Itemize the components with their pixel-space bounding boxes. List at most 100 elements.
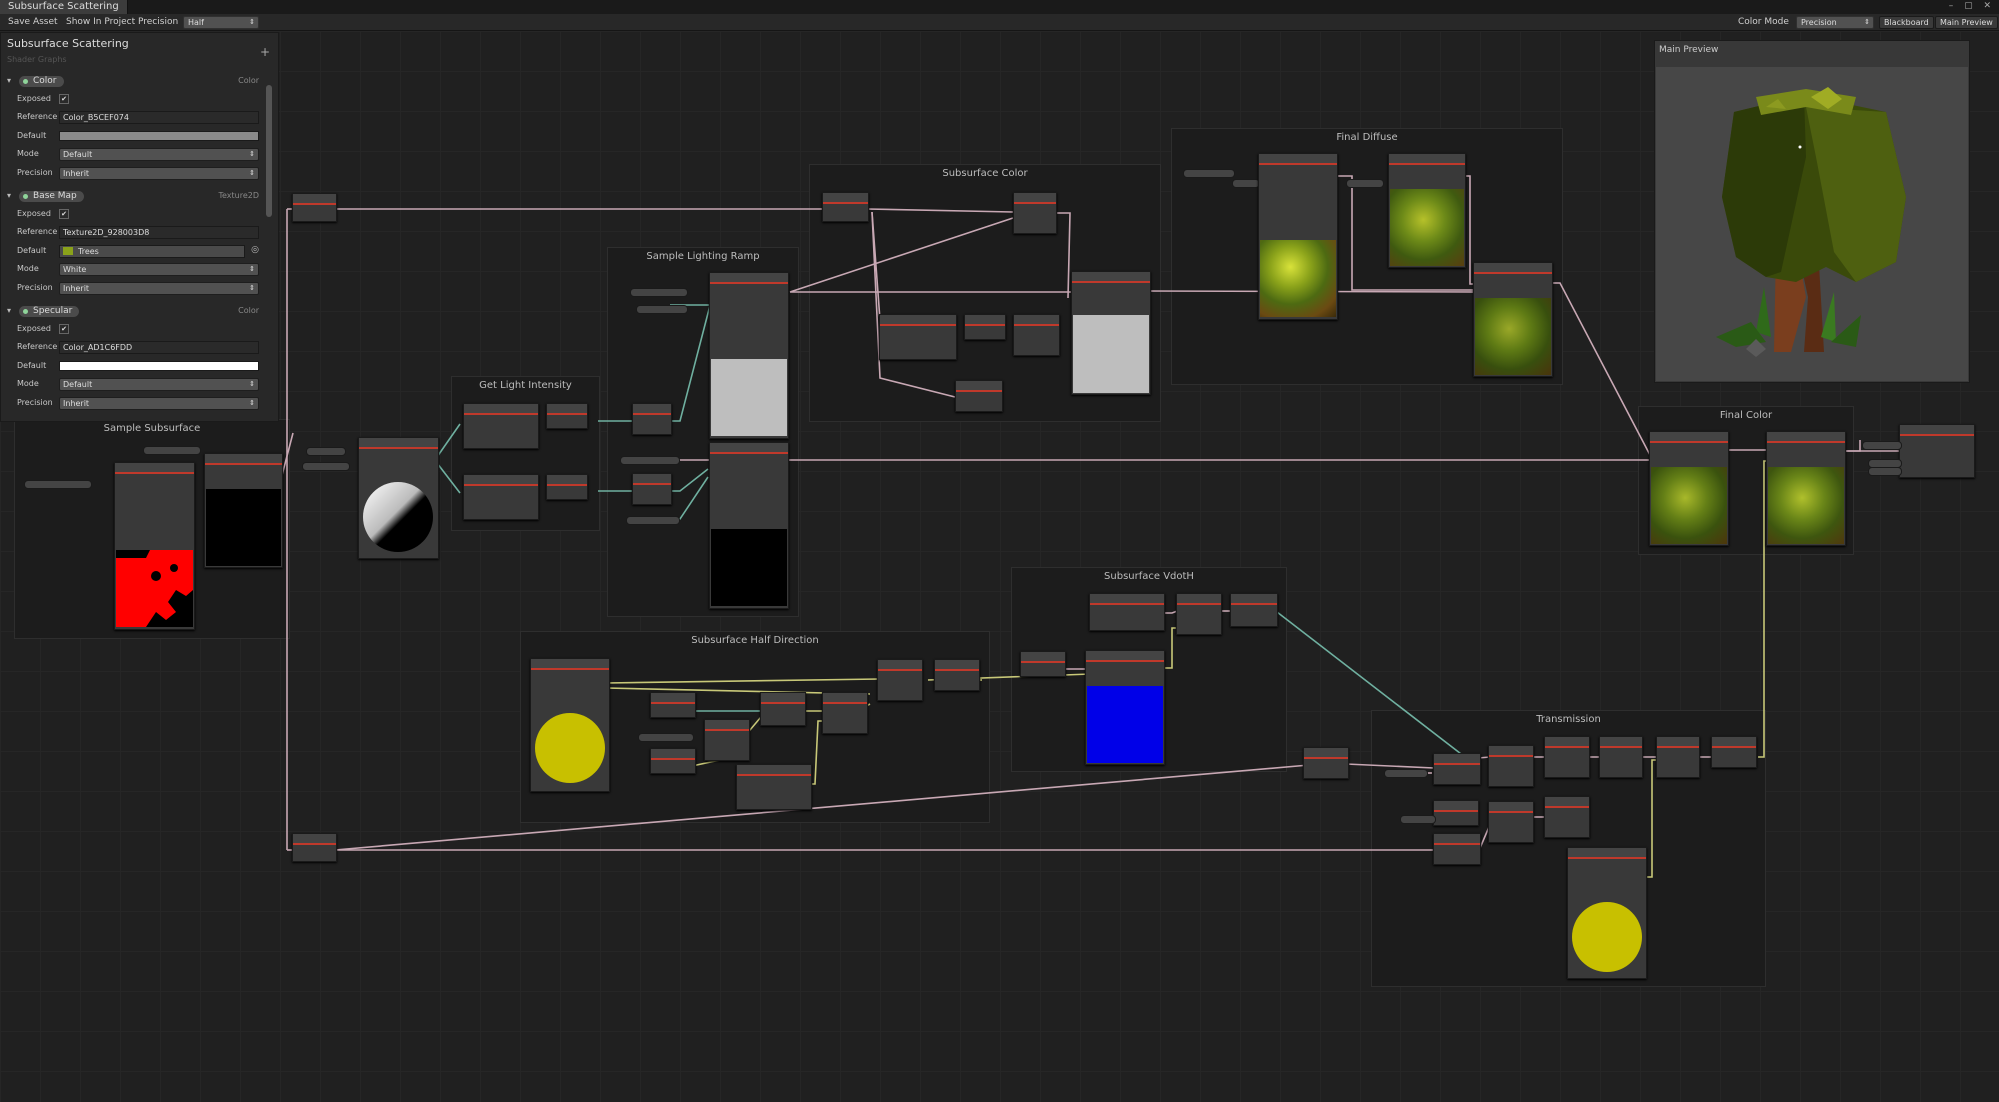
blackboard-scrollbar[interactable]	[266, 85, 272, 217]
property-node[interactable]	[1862, 441, 1902, 450]
chevron-down-icon[interactable]: ▾	[7, 191, 12, 200]
node-split[interactable]	[964, 314, 1006, 340]
node-add[interactable]	[1649, 431, 1729, 546]
reference-field[interactable]: Color_AD1C6FDD	[59, 341, 259, 354]
node-sample-texture-2d-lod[interactable]	[709, 272, 789, 439]
property-node[interactable]	[302, 462, 350, 471]
node-add[interactable]	[1766, 431, 1846, 546]
property-node[interactable]	[306, 447, 346, 456]
node-sample-texture-2d[interactable]	[1258, 153, 1338, 320]
main-preview-panel[interactable]: Main Preview	[1654, 40, 1970, 383]
node-preview[interactable]	[822, 192, 869, 222]
default-color-swatch[interactable]	[59, 361, 259, 371]
node-vector-2[interactable]	[632, 473, 672, 505]
node-multiply[interactable]	[1488, 745, 1534, 787]
default-color-swatch[interactable]	[59, 131, 259, 141]
node-subtract[interactable]	[760, 692, 806, 726]
main-preview-toggle[interactable]: Main Preview	[1935, 16, 1998, 29]
node-normal-vector[interactable]	[736, 764, 812, 810]
property-pill[interactable]: Color	[19, 76, 64, 87]
node-colorspace-conversion[interactable]	[463, 474, 539, 520]
property-header-base-map[interactable]: ▾ Base Map Texture2D	[5, 190, 261, 204]
node-colorspace-conversion[interactable]	[463, 403, 539, 449]
node-multiply[interactable]	[1544, 736, 1590, 778]
window-controls[interactable]: – ▢ ✕	[1948, 1, 1995, 11]
property-pill[interactable]: Specular	[19, 306, 80, 317]
node-normalize[interactable]	[934, 659, 980, 691]
node-get-main-light[interactable]	[1567, 847, 1647, 979]
property-node-transmission[interactable]	[1384, 769, 1428, 778]
window-tab[interactable]: Subsurface Scattering	[0, 0, 128, 14]
property-node-subsurface-distortion[interactable]	[638, 733, 694, 742]
node-preview[interactable]	[292, 833, 337, 862]
node-vector-2[interactable]	[632, 403, 672, 435]
node-add[interactable]	[877, 659, 923, 701]
property-node-lighting-ramp[interactable]	[620, 456, 680, 465]
add-property-icon[interactable]: +	[259, 45, 270, 59]
node-sample-texture-2d-lod[interactable]	[709, 442, 789, 609]
node-vector-1[interactable]	[1433, 800, 1479, 826]
property-node[interactable]	[1400, 815, 1436, 824]
node-split[interactable]	[546, 403, 588, 429]
node-vector-3[interactable]	[1020, 651, 1066, 677]
default-texture-field[interactable]: Trees	[59, 245, 245, 258]
property-node-sampler-state[interactable]	[626, 516, 680, 525]
node-add[interactable]	[1488, 801, 1534, 843]
node-multiply[interactable]	[704, 719, 750, 761]
property-header-specular[interactable]: ▾ Specular Color	[5, 305, 261, 319]
precision-dropdown[interactable]: Inherit⇕	[59, 282, 259, 295]
mode-dropdown[interactable]: Default⇕	[59, 148, 259, 161]
show-in-project-button[interactable]: Show In Project	[66, 17, 136, 27]
precision-dropdown[interactable]: Half⇕	[183, 16, 259, 29]
node-one-minus[interactable]	[1433, 833, 1481, 865]
node-multiply[interactable]	[1013, 192, 1057, 234]
property-node-subsurface-color[interactable]	[143, 446, 201, 455]
node-multiply[interactable]	[1013, 314, 1060, 356]
node-preview[interactable]	[955, 380, 1003, 412]
node-preview[interactable]	[292, 193, 337, 222]
node-multiply[interactable]	[1656, 736, 1700, 778]
node-preview[interactable]	[1711, 736, 1757, 768]
reference-field[interactable]: Texture2D_928003D8	[59, 226, 259, 239]
exposed-checkbox[interactable]: ✔	[59, 209, 69, 219]
mode-dropdown[interactable]: White⇕	[59, 263, 259, 276]
node-vector-1[interactable]	[650, 692, 696, 718]
exposed-checkbox[interactable]: ✔	[59, 94, 69, 104]
node-multiply[interactable]	[204, 453, 283, 568]
node-lerp[interactable]	[1071, 271, 1151, 395]
node-get-main-light[interactable]	[530, 658, 610, 792]
node-calculate-lighting-subsurface[interactable]	[358, 437, 439, 559]
blackboard-toggle[interactable]: Blackboard	[1879, 16, 1934, 29]
node-unlit-master[interactable]	[1899, 424, 1975, 478]
precision-dropdown[interactable]: Inherit⇕	[59, 397, 259, 410]
node-divide[interactable]	[1599, 736, 1643, 778]
precision-dropdown[interactable]: Inherit⇕	[59, 167, 259, 180]
property-node-subsurface-map[interactable]	[24, 480, 92, 489]
node-multiply[interactable]	[1473, 262, 1553, 377]
node-preview[interactable]	[1303, 747, 1349, 779]
node-view-direction[interactable]	[1089, 593, 1165, 631]
node-one-minus[interactable]	[1433, 753, 1481, 785]
property-pill[interactable]: Base Map	[19, 191, 84, 202]
chevron-down-icon[interactable]: ▾	[7, 76, 12, 85]
node-sample-texture-2d[interactable]	[114, 462, 195, 630]
property-node-lighting-ramp[interactable]	[630, 288, 688, 297]
node-dot-product[interactable]	[1176, 593, 1222, 635]
property-node[interactable]	[1232, 179, 1260, 188]
save-asset-button[interactable]: Save Asset	[8, 17, 58, 27]
node-multiply[interactable]	[1085, 650, 1165, 765]
object-picker-icon[interactable]: ◎	[251, 245, 259, 255]
color-mode-dropdown[interactable]: Precision⇕	[1796, 16, 1874, 29]
main-preview-viewport[interactable]	[1656, 67, 1968, 381]
property-node-sampler-state[interactable]	[636, 305, 688, 314]
node-saturate[interactable]	[1230, 593, 1278, 627]
node-multiply[interactable]	[1388, 153, 1466, 268]
node-split[interactable]	[546, 474, 588, 500]
mode-dropdown[interactable]: Default⇕	[59, 378, 259, 391]
reference-field[interactable]: Color_B5CEF074	[59, 111, 259, 124]
chevron-down-icon[interactable]: ▾	[7, 306, 12, 315]
property-node-base-map[interactable]	[1183, 169, 1235, 178]
node-vector-1[interactable]	[650, 748, 696, 774]
property-node[interactable]	[1868, 467, 1902, 476]
exposed-checkbox[interactable]: ✔	[59, 324, 69, 334]
